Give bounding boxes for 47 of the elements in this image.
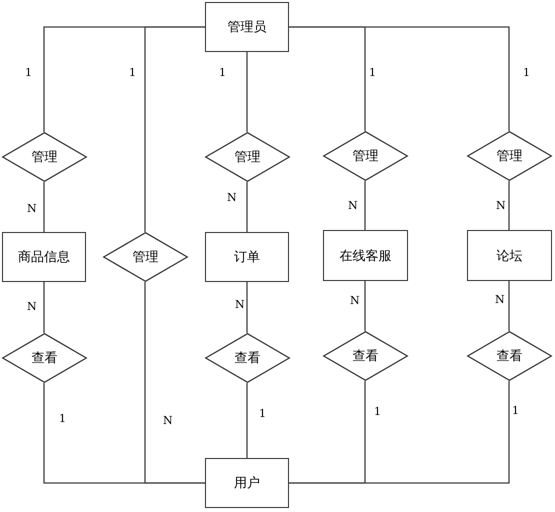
connector-line (43, 282, 45, 333)
relationship-diamond: 管理 (103, 232, 188, 282)
relationship-diamond: 管理 (205, 132, 290, 182)
connector-line (289, 26, 510, 131)
connector-line (43, 182, 45, 232)
relationship-diamond: 查看 (2, 333, 87, 383)
cardinality-label: N (162, 414, 174, 427)
connector-line (246, 383, 248, 458)
entity-box: 管理员 (205, 2, 289, 52)
cardinality-label: 1 (368, 66, 377, 79)
connector-line (508, 281, 510, 331)
connector-line (246, 52, 248, 132)
relationship-diamond: 查看 (467, 331, 552, 381)
connector-line (246, 282, 248, 333)
cardinality-label: 1 (58, 412, 67, 425)
relationship-diamond: 管理 (323, 131, 408, 181)
entity-box: 用户 (205, 458, 289, 508)
connector-line (508, 181, 510, 230)
connector-line (246, 182, 248, 232)
connector-line (144, 26, 205, 232)
relationship-diamond: 管理 (2, 132, 87, 182)
cardinality-label: N (26, 300, 38, 313)
relationship-diamond: 查看 (323, 331, 408, 381)
cardinality-label: N (234, 298, 246, 311)
entity-box: 在线客服 (323, 230, 408, 281)
cardinality-label: 1 (128, 66, 137, 79)
cardinality-label: 1 (511, 404, 520, 417)
relationship-diamond: 管理 (467, 131, 552, 181)
cardinality-label: N (26, 202, 38, 215)
cardinality-label: N (347, 199, 359, 212)
cardinality-label: N (494, 293, 506, 306)
cardinality-label: N (226, 191, 238, 204)
cardinality-label: 1 (218, 66, 227, 79)
cardinality-label: 1 (258, 407, 267, 420)
cardinality-label: 1 (373, 405, 382, 418)
entity-box: 商品信息 (2, 232, 86, 282)
connector-line (289, 381, 510, 484)
connector-line (144, 282, 205, 484)
cardinality-label: 1 (522, 66, 531, 79)
cardinality-label: N (495, 199, 507, 212)
cardinality-label: N (349, 294, 361, 307)
entity-box: 订单 (205, 232, 289, 282)
relationship-diamond: 查看 (205, 333, 290, 383)
connector-line (364, 181, 366, 230)
connector-line (364, 281, 366, 331)
cardinality-label: 1 (24, 66, 33, 79)
entity-box: 论坛 (467, 230, 552, 281)
